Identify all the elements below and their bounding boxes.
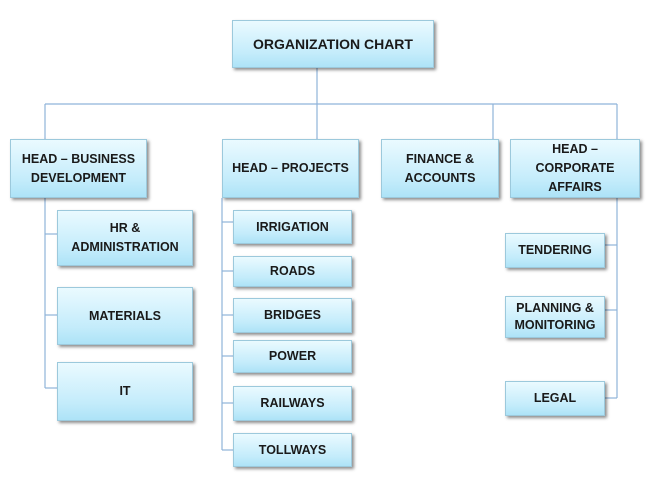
unit-hr-administration: HR & ADMINISTRATION xyxy=(57,210,193,266)
unit-power: POWER xyxy=(233,340,352,373)
head-corporate-affairs: HEAD – CORPORATE AFFAIRS xyxy=(510,139,640,198)
unit-irrigation: IRRIGATION xyxy=(233,210,352,244)
unit-materials: MATERIALS xyxy=(57,287,193,345)
head-business-development: HEAD – BUSINESS DEVELOPMENT xyxy=(10,139,147,198)
unit-tendering: TENDERING xyxy=(505,233,605,268)
unit-it: IT xyxy=(57,362,193,421)
finance-accounts: FINANCE & ACCOUNTS xyxy=(381,139,499,198)
unit-tollways: TOLLWAYS xyxy=(233,433,352,467)
unit-legal: LEGAL xyxy=(505,381,605,416)
unit-planning-monitoring: PLANNING & MONITORING xyxy=(505,296,605,338)
unit-railways: RAILWAYS xyxy=(233,386,352,421)
unit-bridges: BRIDGES xyxy=(233,298,352,333)
head-projects: HEAD – PROJECTS xyxy=(222,139,359,198)
unit-roads: ROADS xyxy=(233,256,352,287)
org-chart-title: ORGANIZATION CHART xyxy=(232,20,434,68)
